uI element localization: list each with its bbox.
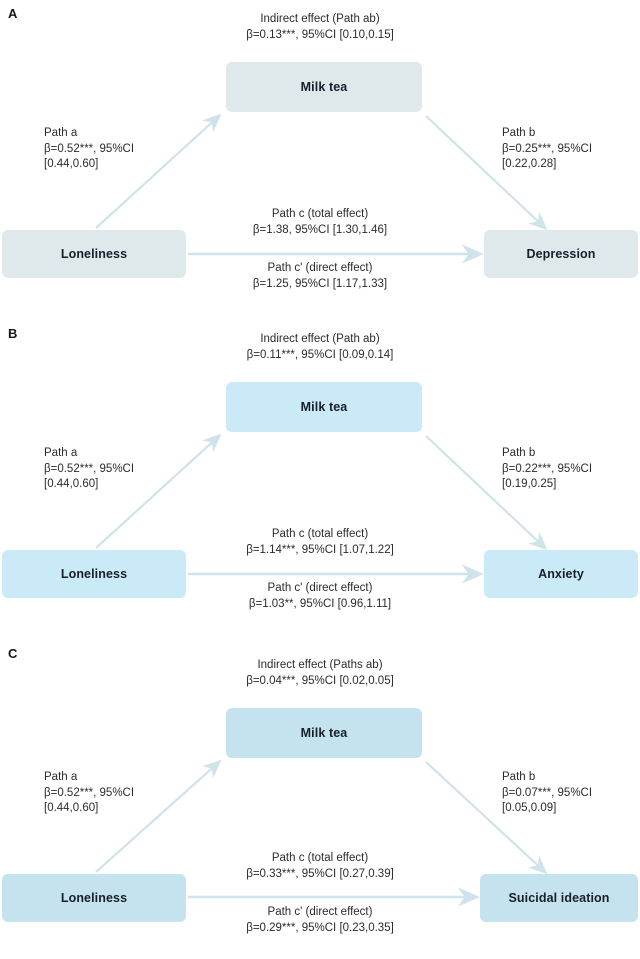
node-mediator-label: Milk tea bbox=[300, 80, 348, 94]
indirect-effect-title: Indirect effect (Paths ab) bbox=[257, 659, 383, 671]
label-indirect-effect: Indirect effect (Paths ab) β=0.04***, 95… bbox=[246, 658, 394, 689]
node-predictor: Loneliness bbox=[2, 874, 186, 922]
label-path-c: Path c (total effect) β=0.33***, 95%CI [… bbox=[246, 851, 394, 882]
path-b-value-line2: [0.19,0.25] bbox=[502, 478, 557, 490]
mediation-panel-b: B Milk tea Loneliness Anxiety Indirect e… bbox=[0, 320, 640, 639]
mediation-panel-a: A Milk tea Loneliness Depression Indirec… bbox=[0, 0, 640, 319]
node-predictor: Loneliness bbox=[2, 550, 186, 598]
node-mediator-label: Milk tea bbox=[300, 400, 348, 414]
path-c-value: β=1.38, 95%CI [1.30,1.46] bbox=[252, 223, 388, 236]
path-c-prime-title: Path c' (direct effect) bbox=[267, 582, 373, 594]
label-indirect-effect: Indirect effect (Path ab) β=0.11***, 95%… bbox=[247, 332, 394, 363]
label-path-b: Path b β=0.22***, 95%CI [0.19,0.25] bbox=[502, 446, 592, 493]
path-a-value-line2: [0.44,0.60] bbox=[44, 478, 99, 490]
path-b-value-line1: β=0.25***, 95%CI bbox=[502, 142, 593, 155]
path-b-title: Path b bbox=[502, 447, 536, 459]
node-outcome-label: Suicidal ideation bbox=[508, 891, 610, 905]
path-c-prime-title: Path c' (direct effect) bbox=[267, 262, 373, 274]
path-a-value-line2: [0.44,0.60] bbox=[44, 802, 99, 814]
path-a-title: Path a bbox=[44, 447, 78, 459]
indirect-effect-title: Indirect effect (Path ab) bbox=[260, 333, 380, 345]
label-indirect-effect: Indirect effect (Path ab) β=0.13***, 95%… bbox=[246, 12, 394, 43]
label-path-b: Path b β=0.25***, 95%CI [0.22,0.28] bbox=[502, 126, 592, 173]
path-b-value-line1: β=0.22***, 95%CI bbox=[502, 462, 593, 475]
path-c-value: β=0.33***, 95%CI [0.27,0.39] bbox=[246, 867, 394, 880]
node-outcome: Depression bbox=[484, 230, 638, 278]
label-path-a: Path a β=0.52***, 95%CI [0.44,0.60] bbox=[44, 126, 134, 173]
node-outcome-label: Depression bbox=[526, 247, 596, 261]
node-predictor-label: Loneliness bbox=[60, 247, 128, 261]
node-mediator: Milk tea bbox=[226, 382, 422, 432]
path-a-value-line1: β=0.52***, 95%CI bbox=[44, 142, 135, 155]
path-b-title: Path b bbox=[502, 771, 536, 783]
indirect-effect-value: β=0.04***, 95%CI [0.02,0.05] bbox=[246, 674, 394, 687]
label-path-c: Path c (total effect) β=1.14***, 95%CI [… bbox=[246, 527, 394, 558]
path-b-value-line1: β=0.07***, 95%CI bbox=[502, 786, 593, 799]
indirect-effect-title: Indirect effect (Path ab) bbox=[260, 13, 380, 25]
path-b-title: Path b bbox=[502, 127, 536, 139]
node-predictor: Loneliness bbox=[2, 230, 186, 278]
label-path-a: Path a β=0.52***, 95%CI [0.44,0.60] bbox=[44, 770, 134, 817]
path-c-title: Path c (total effect) bbox=[271, 852, 369, 864]
label-path-c-prime: Path c' (direct effect) β=1.03**, 95%CI … bbox=[249, 581, 391, 612]
node-outcome: Anxiety bbox=[484, 550, 638, 598]
path-c-value: β=1.14***, 95%CI [1.07,1.22] bbox=[246, 543, 394, 556]
path-c-prime-value: β=0.29***, 95%CI [0.23,0.35] bbox=[246, 921, 394, 934]
indirect-effect-value: β=0.13***, 95%CI [0.10,0.15] bbox=[246, 28, 394, 41]
path-c-title: Path c (total effect) bbox=[271, 208, 369, 220]
panel-letter-c: C bbox=[8, 646, 18, 661]
label-path-c-prime: Path c' (direct effect) β=1.25, 95%CI [1… bbox=[253, 261, 387, 292]
path-b-value-line2: [0.22,0.28] bbox=[502, 158, 557, 170]
label-path-b: Path b β=0.07***, 95%CI [0.05,0.09] bbox=[502, 770, 592, 817]
path-a-value-line1: β=0.52***, 95%CI bbox=[44, 786, 135, 799]
label-path-c-prime: Path c' (direct effect) β=0.29***, 95%CI… bbox=[246, 905, 394, 936]
label-path-c: Path c (total effect) β=1.38, 95%CI [1.3… bbox=[253, 207, 387, 238]
node-outcome-label: Anxiety bbox=[538, 567, 584, 581]
node-outcome: Suicidal ideation bbox=[480, 874, 638, 922]
path-c-prime-title: Path c' (direct effect) bbox=[267, 906, 373, 918]
path-c-prime-value: β=1.03**, 95%CI [0.96,1.11] bbox=[248, 597, 392, 610]
path-a-title: Path a bbox=[44, 771, 78, 783]
panel-letter-a: A bbox=[8, 6, 18, 21]
mediation-panel-c: C Milk tea Loneliness Suicidal ideation … bbox=[0, 640, 640, 959]
path-c-title: Path c (total effect) bbox=[271, 528, 369, 540]
node-predictor-label: Loneliness bbox=[60, 567, 128, 581]
path-c-prime-value: β=1.25, 95%CI [1.17,1.33] bbox=[252, 277, 388, 290]
path-a-value-line1: β=0.52***, 95%CI bbox=[44, 462, 135, 475]
panel-letter-b: B bbox=[8, 326, 18, 341]
label-path-a: Path a β=0.52***, 95%CI [0.44,0.60] bbox=[44, 446, 134, 493]
path-b-value-line2: [0.05,0.09] bbox=[502, 802, 557, 814]
node-mediator: Milk tea bbox=[226, 62, 422, 112]
path-a-value-line2: [0.44,0.60] bbox=[44, 158, 99, 170]
path-a-title: Path a bbox=[44, 127, 78, 139]
node-mediator-label: Milk tea bbox=[300, 726, 348, 740]
node-predictor-label: Loneliness bbox=[60, 891, 128, 905]
indirect-effect-value: β=0.11***, 95%CI [0.09,0.14] bbox=[246, 348, 394, 361]
node-mediator: Milk tea bbox=[226, 708, 422, 758]
